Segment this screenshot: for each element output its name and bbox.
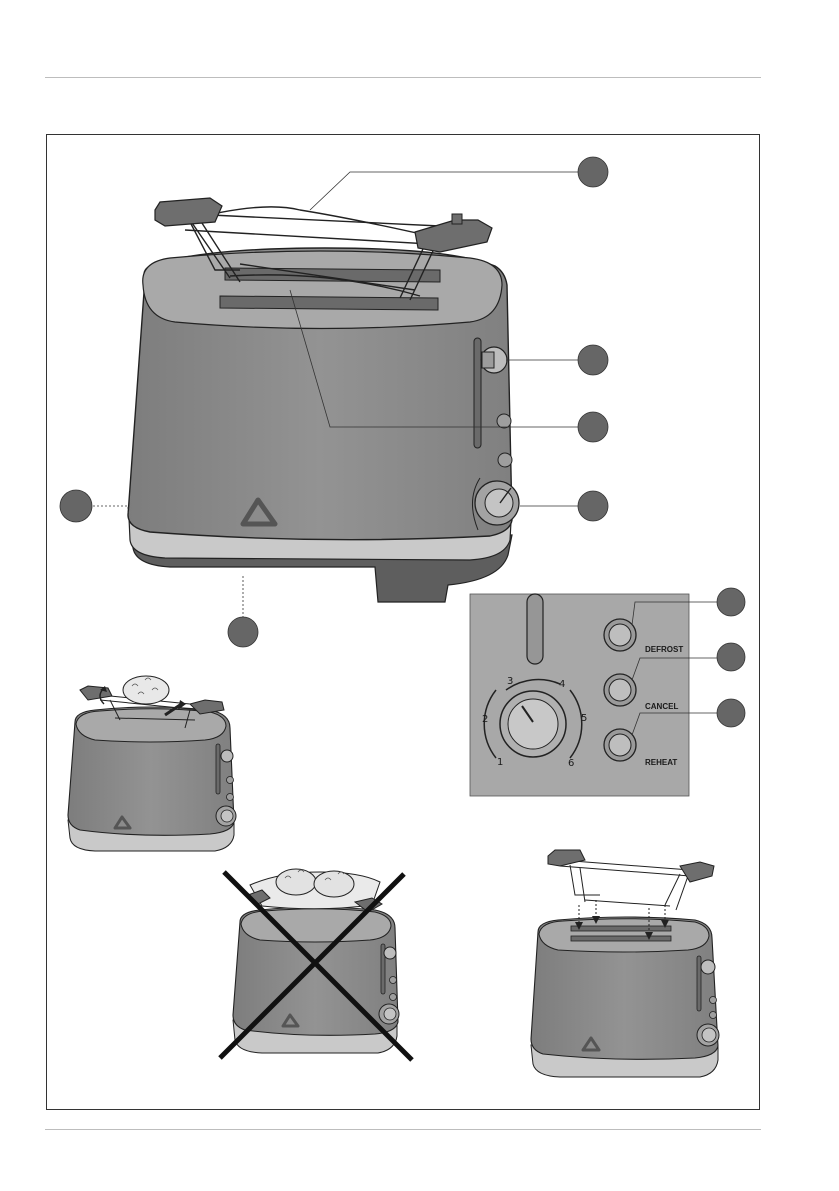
dial-number: 1 [497, 757, 503, 768]
defrost-button [604, 619, 636, 651]
dial-number: 2 [482, 714, 488, 725]
control-panel-detail: 1 2 3 4 5 6 DEFROST CANCEL REHEAT [470, 588, 745, 796]
reheat-label: REHEAT [645, 758, 677, 767]
callout-marker [717, 588, 745, 616]
toaster-rack-insertion [531, 850, 719, 1077]
callout-marker [578, 157, 608, 187]
callout-marker [578, 412, 608, 442]
callout-marker [717, 643, 745, 671]
dial-number: 6 [568, 758, 574, 769]
dial-number: 3 [507, 676, 513, 687]
cancel-button [604, 674, 636, 706]
callout-marker [717, 699, 745, 727]
main-toaster [128, 198, 519, 602]
toaster-with-bun [68, 676, 236, 851]
callout-marker [60, 490, 92, 522]
callout-marker [578, 491, 608, 521]
callout-marker [228, 617, 258, 647]
reheat-button [604, 729, 636, 761]
dial-number: 5 [581, 713, 587, 724]
cancel-label: CANCEL [645, 702, 678, 711]
defrost-label: DEFROST [645, 645, 683, 654]
toaster-prohibited-use [220, 869, 412, 1060]
callout-marker [578, 345, 608, 375]
dial-number: 4 [559, 679, 565, 690]
